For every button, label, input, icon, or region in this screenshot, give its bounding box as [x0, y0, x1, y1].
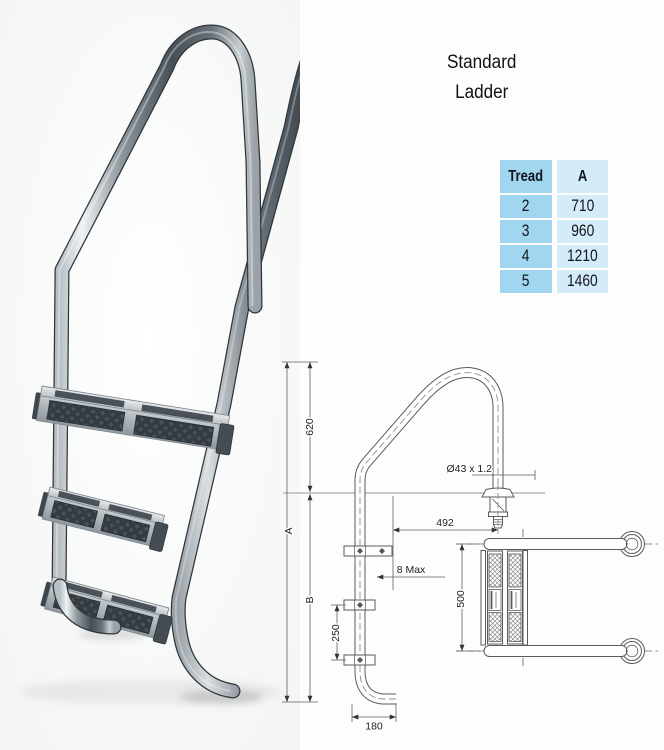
- top-view: 500: [454, 529, 658, 666]
- front-handrail-foot: [52, 578, 122, 635]
- spec-table-cell-tread: 3: [500, 220, 552, 243]
- top-view-dimensions: [456, 529, 524, 666]
- dim-180-label: 180: [365, 721, 383, 733]
- side-view-dimension-labels: 620 A B 250 180 492 8 Max Ø43 x 1.2: [282, 417, 494, 734]
- side-view: 620 A B 250 180 492 8 Max Ø43 x 1.2: [282, 361, 545, 734]
- top-view-treads: [480, 550, 528, 646]
- dim-a-label: A: [283, 527, 295, 534]
- spec-table-cell-a: 710: [557, 195, 608, 218]
- spec-table: Tread A 2 710 3 960 4 1210 5 1460: [500, 160, 608, 293]
- dim-500-label: 500: [455, 590, 467, 608]
- top-view-handrails: [483, 531, 645, 664]
- spec-table-cell-a: 1460: [557, 270, 608, 293]
- dim-620-label: 620: [304, 418, 316, 436]
- dim-8max-label: 8 Max: [397, 564, 426, 576]
- side-view-dimensions: [282, 361, 536, 722]
- spec-table-cell-tread: 2: [500, 195, 552, 218]
- tread-1: [31, 385, 235, 456]
- side-view-handrail: [354, 367, 504, 705]
- dim-492-label: 492: [436, 517, 454, 529]
- spec-table-cell-a: 1210: [557, 245, 608, 268]
- spec-table-header-a: A: [557, 160, 608, 193]
- page-title: Standard Ladder: [447, 48, 524, 108]
- tread-3: [40, 576, 173, 645]
- page-title-line1: Standard: [447, 52, 517, 73]
- tread-2: [37, 486, 169, 552]
- technical-drawing: 620 A B 250 180 492 8 Max Ø43 x 1.2: [282, 361, 658, 734]
- dim-tube-diameter-label: Ø43 x 1.2: [446, 463, 492, 475]
- side-view-treads: [343, 545, 393, 666]
- page-title-line2: Ladder: [455, 82, 509, 103]
- spec-table-header-tread: Tread: [500, 160, 552, 193]
- front-handrail: [51, 24, 263, 602]
- back-handrail: [170, 59, 300, 699]
- spec-table-cell-tread: 5: [500, 270, 552, 293]
- spec-table-cell-tread: 4: [500, 245, 552, 268]
- product-photo: [0, 0, 300, 750]
- dim-b-label: B: [304, 596, 316, 603]
- spec-table-cell-a: 960: [557, 220, 608, 243]
- wedge-anchor: [481, 484, 515, 534]
- dim-250-label: 250: [330, 624, 342, 642]
